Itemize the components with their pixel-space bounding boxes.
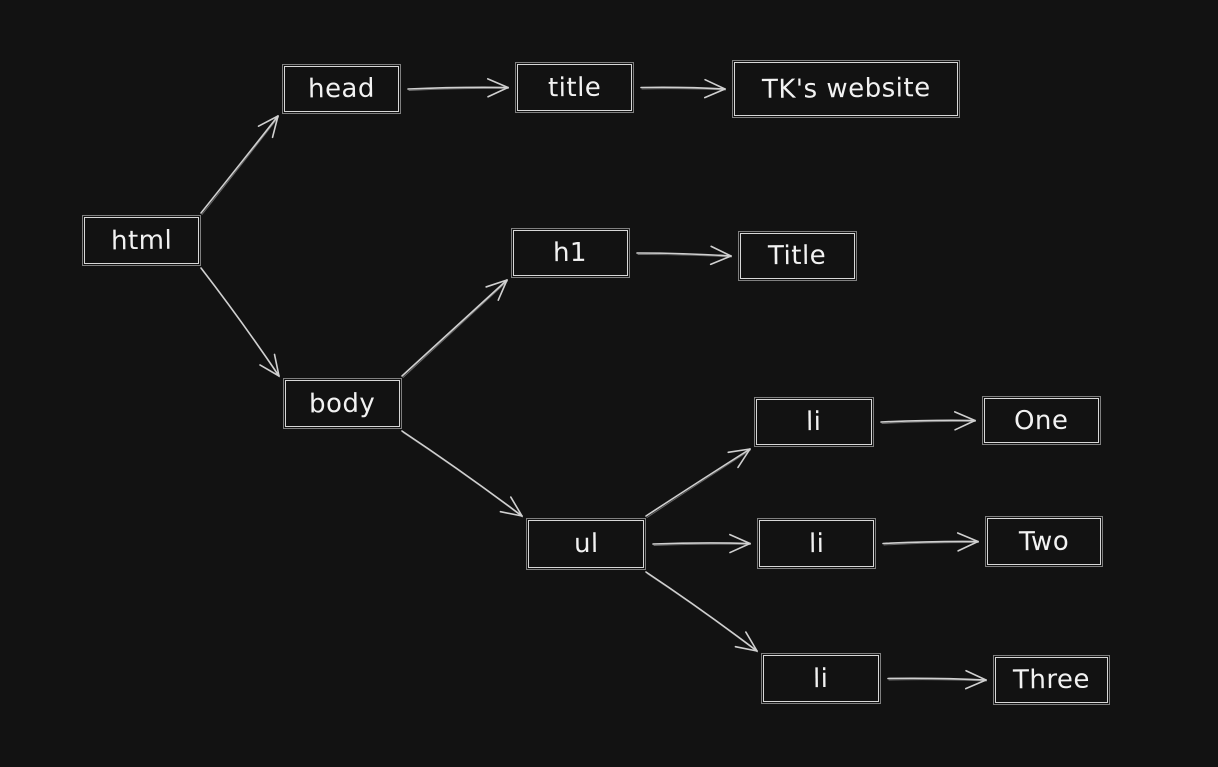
- edge-ul-to-li-3-sketch: [646, 573, 758, 653]
- node-li-1-label: li: [806, 406, 822, 438]
- edge-li-1-to-li-1-text: [880, 419, 976, 423]
- edge-body-to-h1-arrowhead-1: [497, 279, 508, 301]
- node-h1-label: h1: [553, 237, 588, 269]
- edge-html-to-body-arrowhead-1: [259, 364, 280, 377]
- edge-ul-to-li-2: [652, 542, 751, 545]
- edge-li-2-to-li-2-text: [882, 540, 979, 545]
- edge-ul-to-li-2-sketch: [653, 543, 751, 546]
- edge-ul-to-li-1: [645, 448, 751, 517]
- edge-title-tag-to-title-text-sketch: [641, 88, 726, 91]
- edge-body-to-ul-arrowhead-1: [499, 510, 523, 517]
- edge-head-to-title-tag-sketch: [408, 87, 509, 91]
- node-li-3-text: Three: [993, 655, 1110, 705]
- node-head: head: [282, 64, 401, 114]
- edge-head-to-title-tag: [407, 86, 509, 90]
- edge-ul-to-li-2-arrowhead-1: [729, 542, 751, 554]
- node-title-text: TK's website: [732, 60, 960, 118]
- edge-ul-to-li-3-arrowhead-1: [734, 645, 758, 652]
- node-title-tag: title: [515, 62, 634, 113]
- edge-li-1-to-li-1-text-arrowhead-2: [953, 411, 976, 422]
- node-ul-label: ul: [573, 528, 599, 560]
- node-body: body: [283, 378, 402, 429]
- edge-html-to-body-arrowhead-2: [273, 353, 280, 377]
- node-li-1: li: [754, 397, 874, 447]
- edge-title-tag-to-title-text-arrowhead-1: [703, 88, 726, 99]
- edge-h1-to-h1-text-arrowhead-1: [709, 255, 732, 266]
- node-html: html: [82, 215, 201, 266]
- edge-title-tag-to-title-text: [640, 86, 726, 90]
- node-ul: ul: [526, 518, 646, 570]
- edge-ul-to-li-1-sketch: [646, 449, 751, 518]
- edge-h1-to-h1-text-arrowhead-2: [710, 245, 732, 257]
- edge-li-2-to-li-2-text-arrowhead-2: [956, 532, 979, 543]
- node-li-1-text: One: [982, 396, 1101, 445]
- edge-html-to-head-arrowhead-1: [271, 115, 279, 139]
- edge-ul-to-li-3: [645, 571, 758, 652]
- edge-body-to-ul-arrowhead-2: [509, 496, 523, 517]
- edge-li-3-to-li-3-text-sketch: [888, 679, 987, 682]
- edge-li-3-to-li-3-text: [887, 677, 987, 681]
- node-li-2: li: [757, 518, 876, 569]
- edge-li-3-to-li-3-text-arrowhead-1: [964, 679, 987, 690]
- node-li-3: li: [761, 653, 881, 704]
- node-html-label: html: [110, 225, 173, 256]
- edge-ul-to-li-3-arrowhead-2: [745, 631, 758, 652]
- edge-ul-to-li-2-arrowhead-2: [729, 533, 751, 545]
- edge-li-2-to-li-2-text-arrowhead-1: [957, 540, 979, 552]
- edge-h1-to-h1-text-sketch: [637, 253, 732, 258]
- node-body-label: body: [309, 388, 376, 419]
- edge-li-1-to-li-1-text-sketch: [881, 420, 976, 424]
- node-li-3-label: li: [813, 663, 829, 694]
- edge-head-to-title-tag-arrowhead-2: [486, 78, 509, 89]
- edge-html-to-head-sketch: [201, 116, 279, 215]
- node-li-2-text: Two: [985, 516, 1103, 567]
- edge-body-to-h1: [401, 279, 508, 377]
- edge-ul-to-li-1-arrowhead-1: [737, 448, 751, 469]
- edge-body-to-h1-sketch: [402, 280, 508, 378]
- node-li-1-text-label: One: [1014, 405, 1069, 436]
- edge-head-to-title-tag-arrowhead-1: [487, 86, 509, 98]
- node-title-text-label: TK's website: [761, 73, 931, 105]
- node-head-label: head: [307, 73, 376, 105]
- node-h1-text: Title: [738, 231, 857, 281]
- edge-li-1-to-li-1-text-arrowhead-1: [954, 419, 976, 431]
- edge-body-to-ul: [401, 430, 523, 517]
- edge-html-to-body: [200, 267, 280, 377]
- edge-html-to-head-arrowhead-2: [257, 115, 279, 127]
- node-h1: h1: [511, 228, 630, 278]
- edge-body-to-h1-arrowhead-2: [485, 279, 508, 288]
- node-li-2-label: li: [808, 528, 825, 559]
- node-li-2-text-label: Two: [1018, 526, 1070, 557]
- edge-html-to-head: [200, 115, 279, 214]
- edge-title-tag-to-title-text-arrowhead-2: [704, 78, 726, 90]
- edge-ul-to-li-1-arrowhead-2: [727, 448, 751, 454]
- edge-h1-to-h1-text: [636, 252, 732, 257]
- edge-body-to-ul-sketch: [402, 432, 523, 518]
- edge-html-to-body-sketch: [201, 269, 280, 378]
- edge-li-3-to-li-3-text-arrowhead-2: [965, 669, 987, 681]
- node-li-3-text-label: Three: [1012, 664, 1091, 696]
- node-title-tag-label: title: [547, 72, 602, 103]
- edge-li-2-to-li-2-text-sketch: [883, 541, 979, 546]
- node-h1-text-label: Title: [768, 240, 827, 272]
